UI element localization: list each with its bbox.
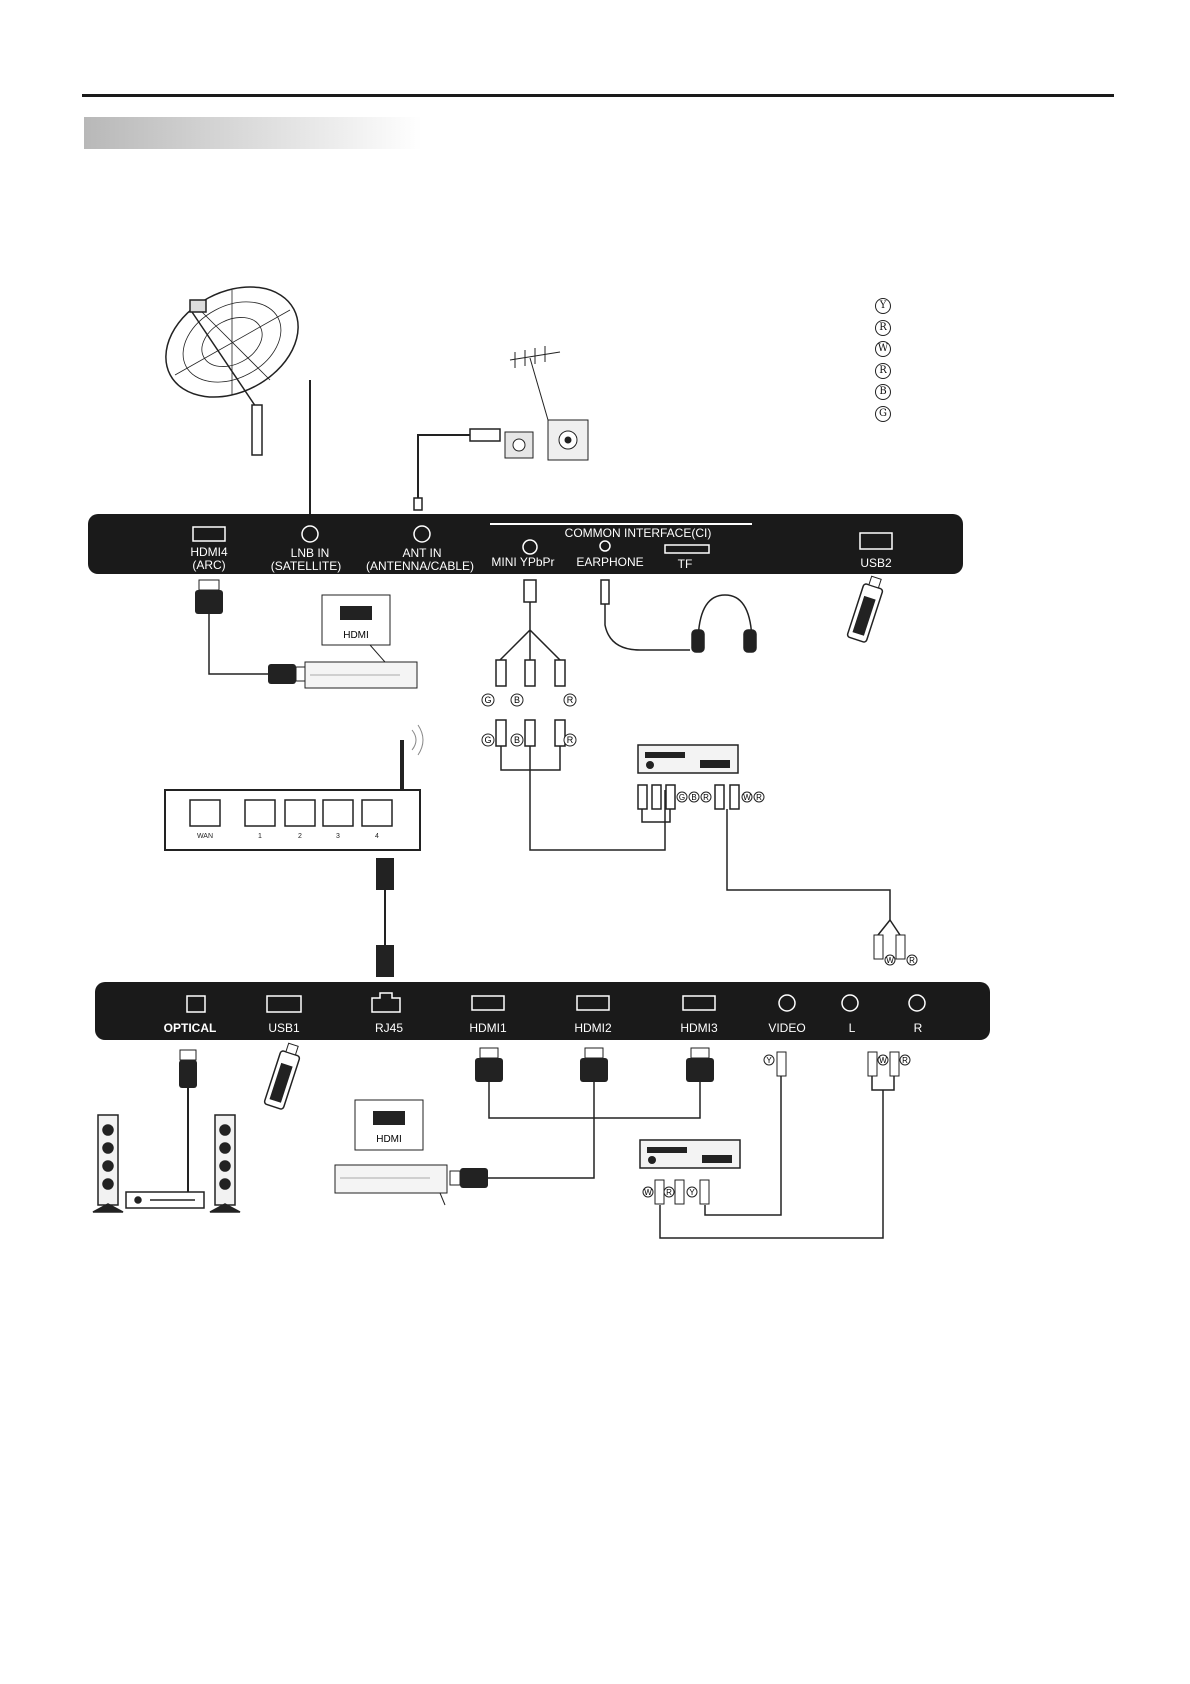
tag-g: G [679, 793, 685, 802]
optical-port [186, 995, 206, 1013]
usb2-port [859, 532, 893, 550]
lower-connector-panel: OPTICAL USB1 RJ45 HDMI1 HDMI2 HDMI3 VIDE… [95, 982, 990, 1040]
tag-g: G [484, 735, 491, 745]
tag-r: R [567, 695, 574, 705]
tag-r: R [756, 793, 762, 802]
tag-r: R [703, 793, 709, 802]
hdmi-source-device-icon: HDMI [304, 594, 418, 689]
usb-stick-icon [263, 1042, 301, 1110]
legend-item: B [875, 384, 891, 400]
router-port-4: 4 [375, 833, 379, 840]
ypbpr-breakout-cable [495, 579, 666, 851]
tv-antenna-icon [509, 346, 561, 421]
ant-in-sub-label: (ANTENNA/CABLE) [366, 559, 474, 573]
dvd-player-icon [637, 744, 739, 774]
tag-w: W [886, 956, 894, 965]
satellite-dish-icon [165, 286, 299, 456]
legend-item: R [875, 362, 891, 379]
video-label: VIDEO [768, 1021, 805, 1035]
hdmi4-port [192, 526, 226, 542]
tag-b: B [691, 793, 696, 802]
hdmi4-sub-label: (ARC) [192, 558, 225, 572]
mini-ypbpr-port [522, 539, 538, 555]
legend-item: Y [875, 298, 891, 314]
lr-rca-plug-lower: W R [659, 1051, 911, 1239]
antenna-wall-socket-icon [504, 419, 589, 461]
hdmi-device-label: HDMI [376, 1134, 402, 1145]
tag-r: R [909, 956, 915, 965]
upper-connector-panel: HDMI4 (ARC) LNB IN (SATELLITE) ANT IN (A… [88, 514, 963, 574]
router-icon: WAN 1 2 3 4 [164, 724, 424, 851]
usb2-label: USB2 [860, 556, 892, 570]
video-port [778, 994, 796, 1012]
earphone-port [599, 540, 611, 552]
tag-g: G [484, 695, 491, 705]
router-port-1: 1 [258, 833, 262, 840]
hdmi-lower-cables [449, 1047, 714, 1188]
mini-ypbpr-label: MINI YPbPr [491, 555, 554, 569]
tag-y: Y [766, 1056, 772, 1065]
usb1-label: USB1 [268, 1021, 300, 1035]
lr-audio-plug-upper: W R [873, 919, 918, 966]
ethernet-cable [376, 858, 394, 977]
lnb-in-sub-label: (SATELLITE) [271, 559, 341, 573]
video-rca-plug: Y [704, 1051, 787, 1216]
ant-in-port [413, 525, 431, 543]
hdmi2-label: HDMI2 [574, 1021, 612, 1035]
hdmi3-port [682, 995, 716, 1011]
optical-cable [179, 1049, 197, 1192]
router-port-2: 2 [298, 833, 302, 840]
earphone-label: EARPHONE [576, 555, 643, 569]
optical-label: OPTICAL [164, 1021, 217, 1035]
legend-item: G [875, 405, 891, 422]
router-port-3: 3 [336, 833, 340, 840]
hdmi1-label: HDMI1 [469, 1021, 507, 1035]
hdmi-device-label: HDMI [343, 630, 369, 641]
hdmi2-port [576, 995, 610, 1011]
color-legend: Y R W R B G [875, 298, 899, 427]
tag-w: W [743, 793, 751, 802]
hdmi4-cable [195, 579, 307, 684]
player-color-tags: G B R W R [676, 791, 765, 803]
hdmi1-port [471, 995, 505, 1011]
hdmi-source-device-icon: HDMI [334, 1099, 448, 1206]
tag-w: W [879, 1056, 887, 1065]
tag-r: R [666, 1188, 672, 1197]
rj45-label: RJ45 [375, 1021, 403, 1035]
tf-slot [664, 544, 710, 554]
ci-label: COMMON INTERFACE(CI) [565, 526, 712, 540]
tf-label: TF [678, 557, 693, 571]
lnb-in-label: LNB IN [291, 546, 330, 560]
audio-r-label: R [914, 1021, 923, 1035]
ypbpr-color-tags-top: G B R G B R [481, 693, 577, 747]
dvd-player-icon [639, 1139, 741, 1169]
headphones-icon [600, 579, 757, 653]
tag-y: Y [689, 1188, 695, 1197]
tag-b: B [514, 695, 520, 705]
header-rule [82, 94, 1114, 97]
tag-r: R [567, 735, 574, 745]
legend-item: W [875, 341, 891, 357]
section-title-bar [84, 117, 422, 149]
hdmi4-label: HDMI4 [190, 545, 228, 559]
lnb-in-port [301, 525, 319, 543]
audio-r-port [908, 994, 926, 1012]
antenna-coax-cable [413, 428, 501, 511]
home-theater-icon [92, 1114, 241, 1213]
audio-l-port [841, 994, 859, 1012]
tag-b: B [514, 735, 520, 745]
hdmi3-label: HDMI3 [680, 1021, 718, 1035]
tag-w: W [644, 1188, 652, 1197]
usb-stick-icon [846, 575, 884, 643]
rj45-port [371, 992, 401, 1013]
usb1-port [266, 995, 302, 1013]
legend-item: R [875, 319, 891, 336]
player-component-output [637, 784, 891, 920]
tag-r: R [902, 1056, 908, 1065]
player-output-lower: W R Y [642, 1179, 710, 1205]
ant-in-label: ANT IN [402, 546, 441, 560]
audio-l-label: L [849, 1021, 856, 1035]
router-port-wan: WAN [197, 833, 213, 840]
